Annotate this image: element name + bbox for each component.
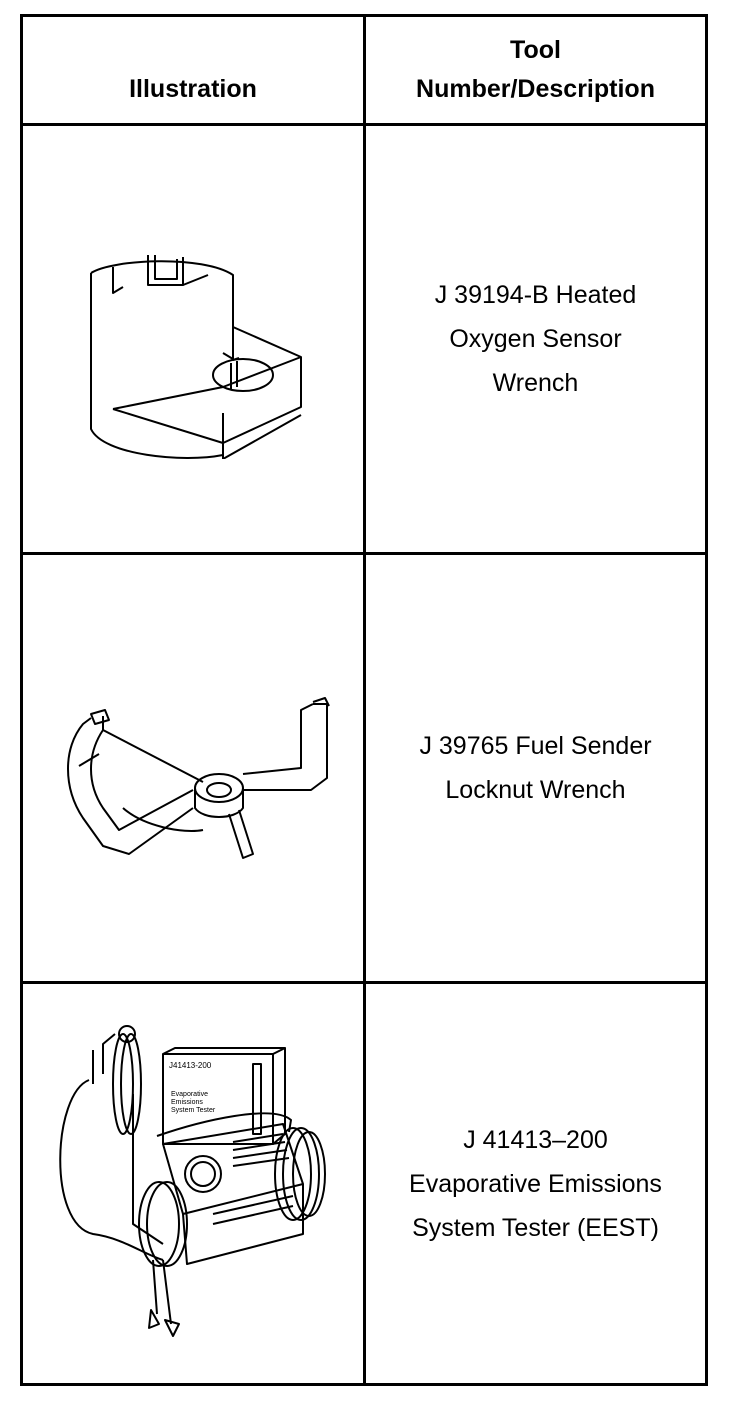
row-1-description-cell: J 39194-B Heated Oxygen Sensor Wrench [366, 126, 705, 552]
header-description-cell: Tool Number/Description [366, 17, 705, 123]
fuel-sender-locknut-wrench-icon [67, 697, 330, 859]
row-1-line-2: Oxygen Sensor [449, 325, 622, 353]
row-2-illustration-cell [23, 555, 363, 981]
row-divider-2 [23, 981, 705, 984]
row-2-description: J 39765 Fuel Sender Locknut Wrench [419, 724, 651, 812]
row-1-illustration-cell [23, 126, 363, 552]
row-3-description: J 41413–200 Evaporative Emissions System… [409, 1118, 662, 1250]
row-3-line-2: Evaporative Emissions [409, 1169, 662, 1198]
column-divider [363, 17, 366, 1383]
panel-line-2: Emissions [171, 1099, 203, 1106]
row-3-line-1: J 41413–200 [463, 1125, 608, 1154]
row-2-line-2: Locknut Wrench [445, 776, 626, 804]
row-3-line-3: System Tester (EEST) [412, 1213, 659, 1242]
row-1-description: J 39194-B Heated Oxygen Sensor Wrench [435, 273, 637, 405]
row-3-illustration-cell: J41413-200 Evaporative Emissions System … [23, 984, 363, 1383]
header-illustration-cell: Illustration [23, 17, 363, 123]
row-2-line-1: J 39765 Fuel Sender [419, 732, 652, 760]
header-description-line2: Number/Description [416, 75, 655, 103]
row-1-line-1: J 39194-B Heated [434, 281, 637, 309]
header-divider [23, 123, 705, 126]
row-3-description-cell: J 41413–200 Evaporative Emissions System… [366, 984, 705, 1383]
oxygen-sensor-wrench-icon [90, 255, 302, 459]
tool-table: Illustration Tool Number/Description [20, 14, 708, 1386]
row-2-description-cell: J 39765 Fuel Sender Locknut Wrench [366, 555, 705, 981]
row-divider-1 [23, 552, 705, 555]
row-1-line-3: Wrench [492, 369, 579, 397]
panel-line-1: Evaporative [171, 1091, 208, 1098]
header-description: Tool Number/Description [416, 31, 655, 109]
panel-line-3: System Tester [171, 1107, 216, 1114]
evap-emissions-tester-icon: J41413-200 Evaporative Emissions System … [59, 1024, 326, 1337]
header-description-line1: Tool [510, 36, 561, 64]
header-illustration: Illustration [129, 75, 257, 103]
panel-model-label: J41413-200 [169, 1061, 212, 1070]
